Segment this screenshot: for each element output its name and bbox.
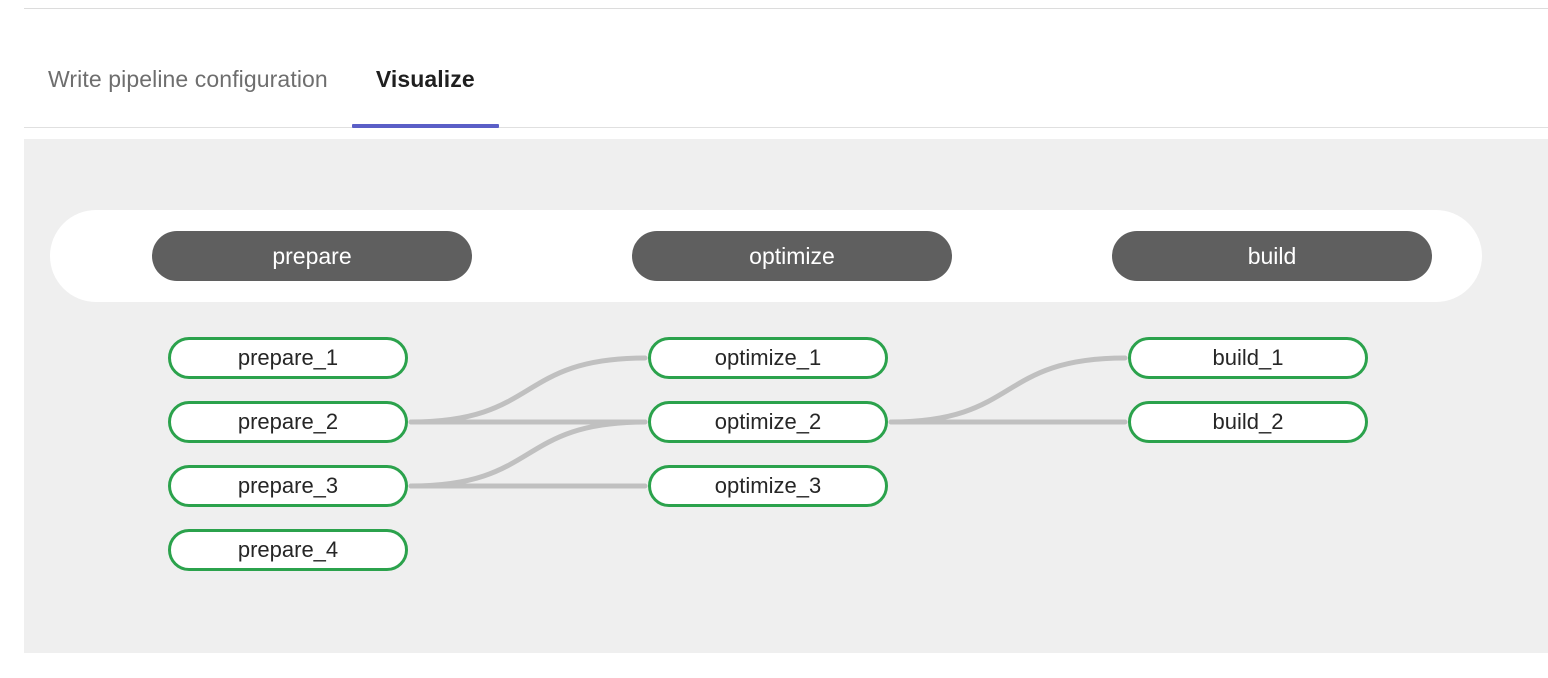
job-node-build_2[interactable]: build_2 [1128,401,1368,443]
stage-pill-build[interactable]: build [1112,231,1432,281]
tab-bar: Write pipeline configuration Visualize [24,32,1548,128]
job-node-prepare_3[interactable]: prepare_3 [168,465,408,507]
job-node-optimize_2[interactable]: optimize_2 [648,401,888,443]
stage-pill-prepare[interactable]: prepare [152,231,472,281]
job-node-build_1[interactable]: build_1 [1128,337,1368,379]
top-divider [24,8,1548,9]
edge-prepare_3-to-optimize_2 [408,419,648,489]
job-node-optimize_3[interactable]: optimize_3 [648,465,888,507]
edge-optimize_2-to-build_1 [888,355,1128,425]
job-node-prepare_1[interactable]: prepare_1 [168,337,408,379]
job-node-prepare_2[interactable]: prepare_2 [168,401,408,443]
job-node-optimize_1[interactable]: optimize_1 [648,337,888,379]
stage-header-strip: prepare optimize build [50,210,1482,302]
edge-prepare_2-to-optimize_1 [408,355,648,425]
tab-write-pipeline-configuration[interactable]: Write pipeline configuration [48,66,328,92]
job-node-prepare_4[interactable]: prepare_4 [168,529,408,571]
stage-pill-optimize[interactable]: optimize [632,231,952,281]
tab-visualize[interactable]: Visualize [351,32,499,128]
pipeline-graph-canvas[interactable]: prepare optimize build prepare_1 prepare_… [24,139,1548,653]
